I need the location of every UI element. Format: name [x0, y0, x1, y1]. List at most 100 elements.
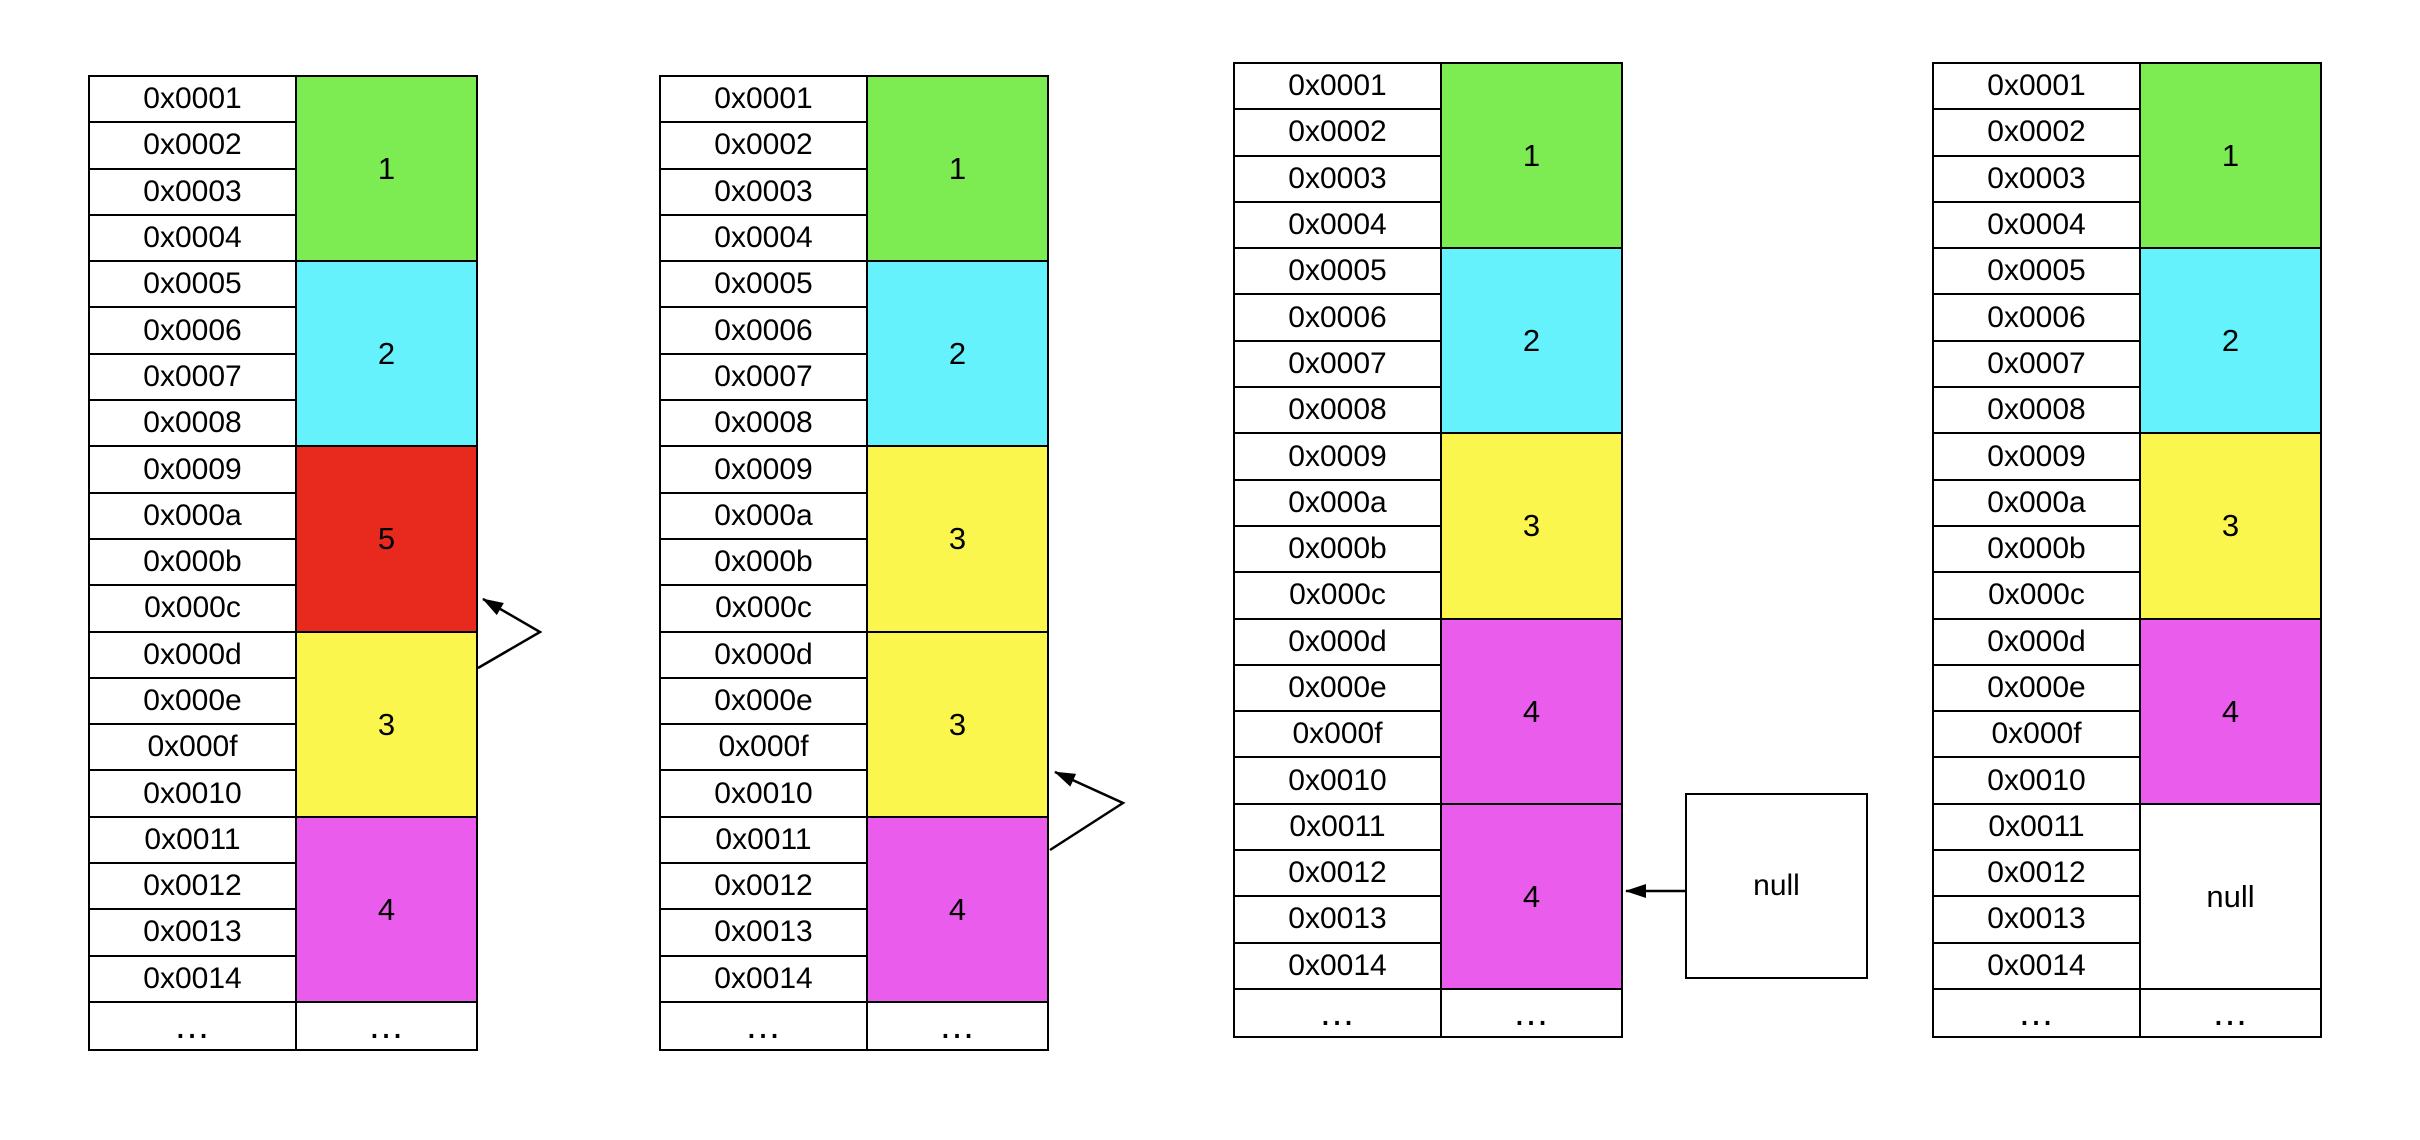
memory-block-2: 2	[1442, 249, 1621, 435]
address-cell: 0x0007	[1235, 342, 1440, 389]
memory-block-3: 3	[2141, 434, 2320, 620]
memory-block-3: 3	[297, 632, 476, 818]
address-cell: 0x0012	[1934, 851, 2139, 898]
address-cell: 0x0006	[661, 308, 866, 355]
memory-block-null: null	[2141, 804, 2320, 990]
address-cell: 0x0003	[1235, 157, 1440, 203]
address-cell: 0x000c	[1934, 573, 2139, 620]
memory-block-1: 1	[297, 77, 476, 263]
address-cell: 0x0002	[1934, 110, 2139, 157]
address-cell: 0x000f	[90, 725, 295, 772]
address-cell: 0x000d	[90, 633, 295, 679]
address-cell: 0x0001	[661, 77, 866, 124]
address-cell: 0x000d	[661, 633, 866, 679]
address-cell: 0x0001	[1235, 64, 1440, 111]
address-cell: 0x0005	[1934, 249, 2139, 296]
allocation-ellipsis-cell: ...	[1442, 989, 1621, 1037]
address-cell: 0x0011	[661, 818, 866, 865]
address-cell: 0x000a	[90, 494, 295, 540]
address-cell: 0x0008	[90, 401, 295, 448]
address-cell: 0x0010	[90, 771, 295, 818]
address-cell: 0x000a	[1235, 481, 1440, 527]
address-cell: 0x000e	[1934, 666, 2139, 713]
address-cell: 0x0004	[90, 216, 295, 263]
address-cell: 0x0003	[90, 170, 295, 216]
address-ellipsis-cell: ...	[1320, 992, 1355, 1035]
address-cell: 0x0012	[1235, 851, 1440, 898]
memory-block-4: 4	[1442, 619, 1621, 805]
address-cell: 0x0009	[1235, 434, 1440, 481]
address-cell: 0x000f	[1235, 712, 1440, 759]
address-cell: 0x0005	[1235, 249, 1440, 296]
address-ellipsis-cell: ...	[2019, 992, 2054, 1035]
address-cell: 0x0006	[1934, 295, 2139, 342]
address-cell: 0x0011	[1235, 805, 1440, 852]
null-pointer-box: null	[1685, 793, 1868, 979]
memory-block-3: 3	[868, 447, 1047, 633]
address-cell: 0x0002	[661, 123, 866, 170]
address-cell: 0x0006	[1235, 295, 1440, 342]
address-cell: 0x000a	[661, 494, 866, 540]
address-cell: 0x000b	[1934, 527, 2139, 574]
address-cell: 0x0010	[661, 771, 866, 818]
address-cell: 0x0009	[1934, 434, 2139, 481]
address-cell: 0x0004	[1235, 203, 1440, 250]
address-cell: 0x000d	[1934, 620, 2139, 666]
address-cell: 0x0014	[90, 957, 295, 1003]
address-cell: 0x0005	[661, 262, 866, 309]
memory-block-2: 2	[868, 262, 1047, 448]
address-cell: 0x000a	[1934, 481, 2139, 527]
address-cell: 0x0012	[90, 864, 295, 911]
memory-block-3: 3	[1442, 434, 1621, 620]
address-cell: 0x0008	[1235, 388, 1440, 435]
address-cell: 0x0002	[90, 123, 295, 170]
memory-block-4: 4	[2141, 619, 2320, 805]
address-cell: 0x0009	[90, 447, 295, 494]
address-cell: 0x0007	[90, 355, 295, 402]
address-cell: 0x000b	[1235, 527, 1440, 574]
memory-block-5: 5	[297, 447, 476, 633]
address-cell: 0x000c	[1235, 573, 1440, 620]
address-cell: 0x0003	[1934, 157, 2139, 203]
address-cell: 0x000f	[661, 725, 866, 772]
address-cell: 0x000b	[90, 540, 295, 587]
address-cell: 0x0012	[661, 864, 866, 911]
address-cell: 0x0001	[1934, 64, 2139, 111]
address-cell: 0x0008	[1934, 388, 2139, 435]
split-boundary-pointer-arrow	[1049, 770, 1126, 852]
address-cell: 0x0013	[90, 910, 295, 957]
address-cell: 0x000e	[661, 679, 866, 726]
address-cell: 0x0011	[90, 818, 295, 865]
address-cell: 0x0004	[661, 216, 866, 263]
allocation-ellipsis-cell: ...	[297, 1002, 476, 1050]
address-cell: 0x000b	[661, 540, 866, 587]
memory-block-4: 4	[868, 817, 1047, 1003]
address-cell: 0x0008	[661, 401, 866, 448]
address-cell: 0x0007	[661, 355, 866, 402]
memory-block-4: 4	[297, 817, 476, 1003]
address-cell: 0x000f	[1934, 712, 2139, 759]
address-cell: 0x000e	[1235, 666, 1440, 713]
address-cell: 0x0014	[1235, 944, 1440, 990]
memory-block-4: 4	[1442, 804, 1621, 990]
address-cell: 0x0014	[661, 957, 866, 1003]
address-cell: 0x0013	[661, 910, 866, 957]
address-cell: 0x0007	[1934, 342, 2139, 389]
address-cell: 0x000c	[90, 586, 295, 633]
address-cell: 0x0002	[1235, 110, 1440, 157]
address-cell: 0x0010	[1934, 758, 2139, 805]
address-cell: 0x0013	[1934, 897, 2139, 944]
address-ellipsis-cell: ...	[175, 1005, 210, 1048]
address-cell: 0x0001	[90, 77, 295, 124]
